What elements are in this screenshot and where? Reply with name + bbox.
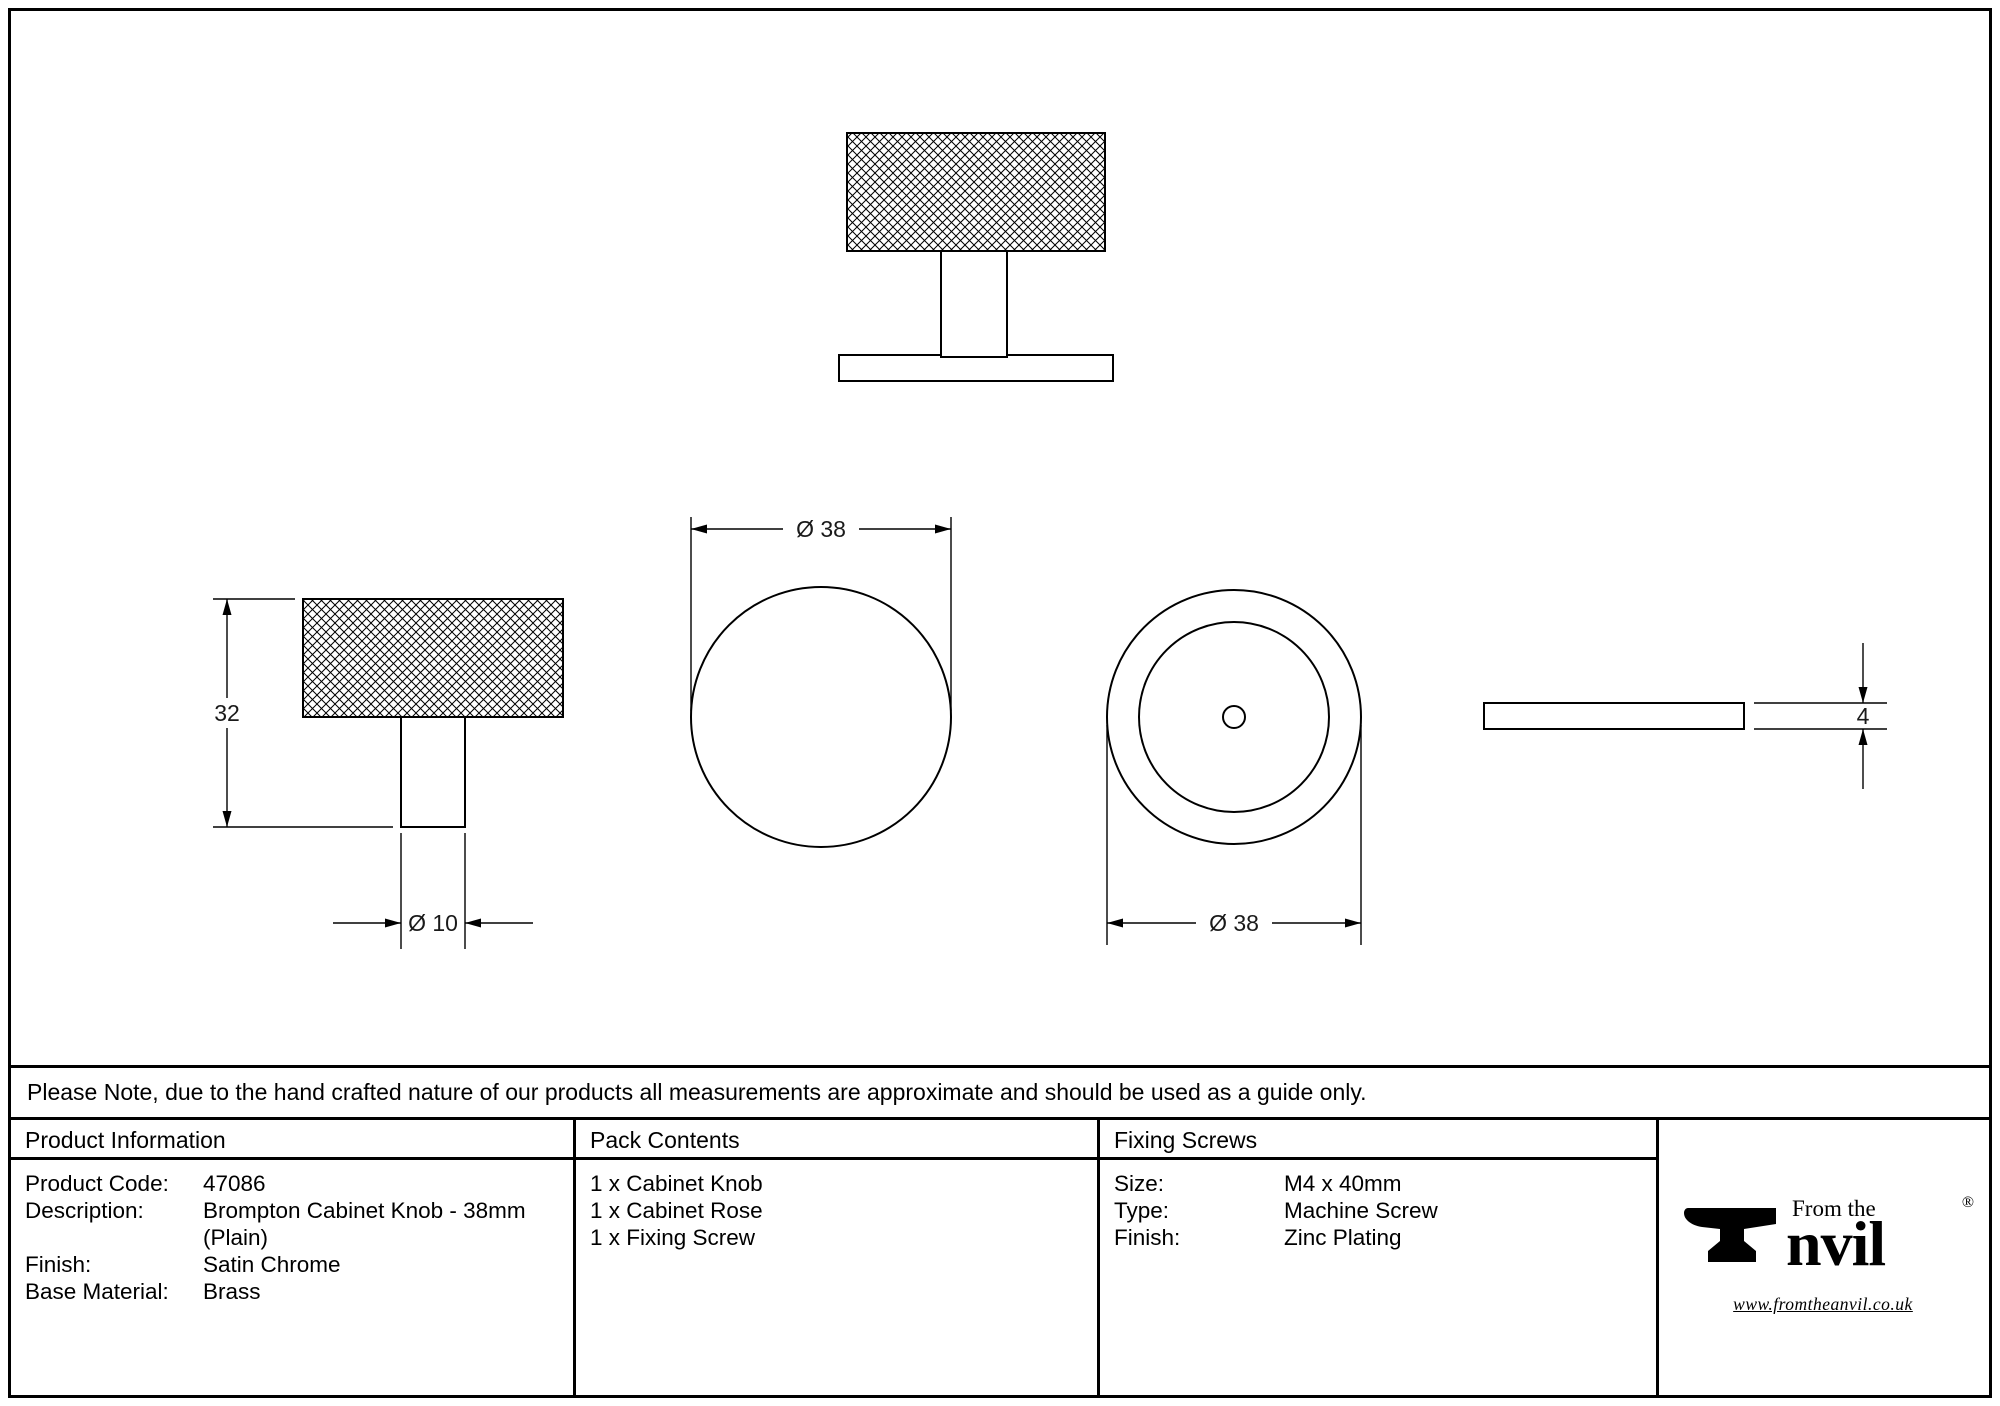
screw-type-value: Machine Screw	[1284, 1198, 1438, 1223]
knob-side-elevation	[302, 598, 564, 828]
description-value: Brompton Cabinet Knob - 38mm (Plain)	[203, 1198, 526, 1250]
pack-item: 1 x Cabinet Knob	[590, 1171, 763, 1196]
pack-item: 1 x Cabinet Rose	[590, 1198, 763, 1223]
description-label: Description:	[25, 1198, 144, 1223]
info-table: Product Information Pack Contents Fixing…	[11, 1117, 1989, 1395]
screw-type-label: Type:	[1114, 1198, 1170, 1223]
screw-size-label: Size:	[1114, 1171, 1165, 1196]
measurement-note: Please Note, due to the hand crafted nat…	[27, 1079, 1367, 1105]
dim-label-stem: Ø 10	[408, 910, 458, 936]
dim-label-knob: Ø 38	[796, 516, 846, 542]
pack-contents-cell: 1 x Cabinet Knob 1 x Cabinet Rose 1 x Fi…	[573, 1160, 1097, 1395]
product-information-header: Product Information	[11, 1120, 573, 1160]
finish-value: Satin Chrome	[203, 1252, 341, 1277]
dimension-height-32: 32	[207, 598, 393, 828]
logo-text: nvil	[1786, 1207, 1886, 1279]
brand-logo-cell: From the nvil ® www.fromtheanvil.co.uk	[1656, 1120, 1989, 1395]
rose-side-view	[1483, 702, 1745, 730]
pack-item: 1 x Fixing Screw	[590, 1225, 756, 1250]
dimension-rose-thickness: 4	[1754, 643, 1887, 789]
brand-logo: From the nvil ® www.fromtheanvil.co.uk	[1678, 1194, 1974, 1320]
technical-drawing: 32 Ø 10	[207, 132, 1887, 949]
logo-url: www.fromtheanvil.co.uk	[1733, 1293, 1913, 1314]
rose-plan-view	[1106, 589, 1362, 845]
dim-label-thickness: 4	[1857, 703, 1870, 729]
dimension-knob-diameter: Ø 38	[690, 515, 952, 711]
product-information-cell: Product Code: 47086 Description: Brompto…	[11, 1160, 573, 1395]
knob-face-plan-view	[690, 586, 952, 848]
fixing-screws-header: Fixing Screws	[1097, 1120, 1656, 1160]
registered-mark: ®	[1961, 1193, 1974, 1211]
finish-label: Finish:	[25, 1252, 92, 1277]
product-code-value: 47086	[203, 1171, 266, 1196]
base-material-value: Brass	[203, 1279, 261, 1304]
logo-from-the: From the	[1792, 1195, 1876, 1221]
base-material-label: Base Material:	[25, 1279, 169, 1304]
dim-label-rose: Ø 38	[1209, 910, 1259, 936]
screw-size-value: M4 x 40mm	[1284, 1171, 1402, 1196]
pack-contents-header: Pack Contents	[573, 1120, 1097, 1160]
knob-front-elevation	[838, 132, 1114, 382]
product-code-label: Product Code:	[25, 1171, 169, 1196]
drawing-frame: 32 Ø 10	[8, 8, 1992, 1398]
dimension-stem-diameter: Ø 10	[333, 833, 533, 949]
dim-label-32: 32	[214, 700, 240, 726]
measurement-note-row: Please Note, due to the hand crafted nat…	[11, 1065, 1989, 1117]
screw-finish-label: Finish:	[1114, 1225, 1181, 1250]
fixing-screws-cell: Size: M4 x 40mm Type: Machine Screw Fini…	[1097, 1160, 1656, 1395]
anvil-icon	[1684, 1207, 1776, 1262]
screw-finish-value: Zinc Plating	[1284, 1225, 1402, 1250]
dimension-rose-diameter: Ø 38	[1106, 725, 1362, 945]
